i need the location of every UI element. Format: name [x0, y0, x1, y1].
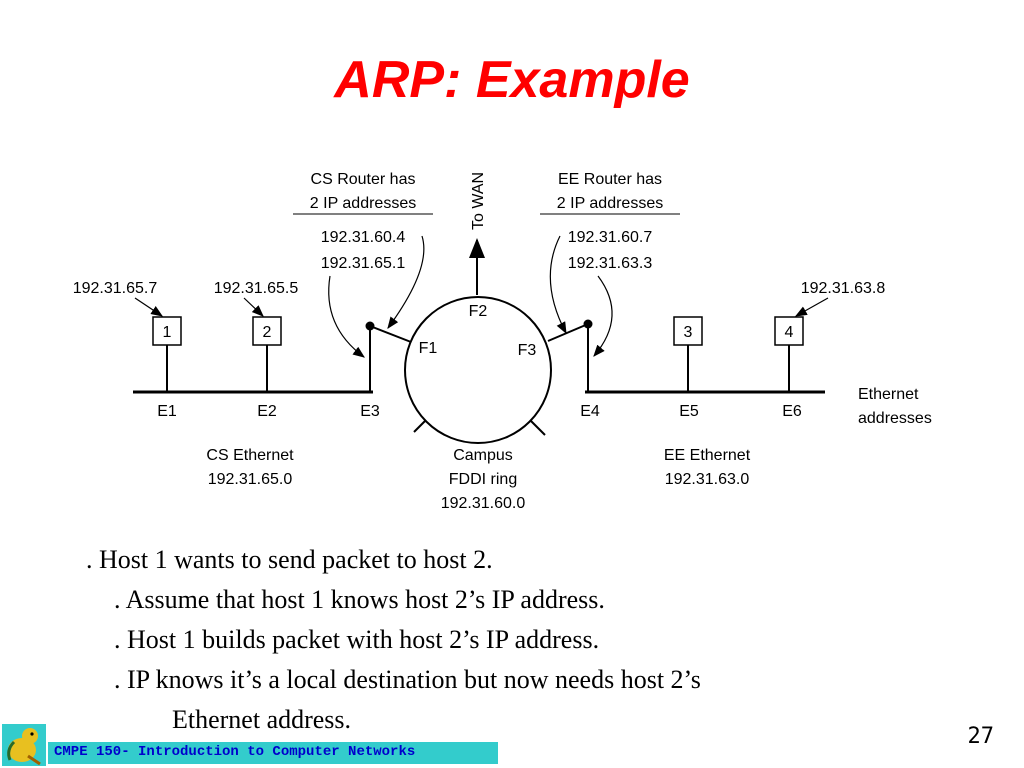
host-2-label: 2 [263, 324, 272, 341]
ee-router-ip-fddi: 192.31.60.7 [568, 229, 653, 246]
ring-stub-right [529, 419, 546, 436]
host-3-label: 3 [684, 324, 693, 341]
slide-title: ARP: Example [334, 51, 690, 109]
eth-e5: E5 [679, 403, 699, 420]
ring-port-f3: F3 [518, 342, 537, 359]
campus-ring-name: Campus [453, 447, 513, 464]
cs-router-node [365, 321, 375, 331]
campus-ring-network: 192.31.60.0 [441, 495, 526, 512]
ee-router-note-line1: EE Router has [558, 171, 662, 188]
ethernet-addresses-line1: Ethernet [858, 386, 919, 403]
cs-router-note-line2: 2 IP addresses [310, 195, 416, 212]
ee-ethernet-name: EE Ethernet [664, 447, 751, 464]
cs-ethernet-name: CS Ethernet [206, 447, 294, 464]
fddi-ring [404, 296, 552, 444]
cs-router-note-line1: CS Router has [311, 171, 416, 188]
eth-e4: E4 [580, 403, 600, 420]
ring-stub-left [413, 419, 427, 433]
ethernet-addresses-line2: addresses [858, 410, 932, 427]
eth-e1: E1 [157, 403, 177, 420]
host-2-ip: 192.31.65.5 [214, 280, 299, 297]
bullet-item: Ethernet address. [172, 705, 352, 734]
ee-router-link [547, 323, 589, 342]
bullet-item: . Host 1 builds packet with host 2’s IP … [114, 625, 600, 654]
cs-router-link [369, 325, 412, 343]
ee-router-note-line2: 2 IP addresses [557, 195, 663, 212]
bullet-list: . Host 1 wants to send packet to host 2.… [86, 540, 986, 740]
cs-router-ip-ethernet: 192.31.65.1 [321, 255, 406, 272]
ee-router-node [583, 319, 593, 329]
page-number: 27 [967, 724, 995, 749]
eth-e6: E6 [782, 403, 802, 420]
host-4-box [774, 316, 804, 346]
to-wan-label: To WAN [470, 172, 487, 230]
campus-ring-type: FDDI ring [449, 471, 517, 488]
bullet-item: . Assume that host 1 knows host 2’s IP a… [114, 585, 605, 614]
course-name: CMPE 150- Introduction to Computer Netwo… [54, 744, 416, 760]
host-1-label: 1 [163, 324, 172, 341]
host-3-box [673, 316, 703, 346]
host-4-ip: 192.31.63.8 [801, 280, 886, 297]
footer-bar [48, 742, 498, 764]
eth-e3: E3 [360, 403, 380, 420]
ring-port-f2: F2 [469, 303, 488, 320]
ee-router-ip-ethernet: 192.31.63.3 [568, 255, 653, 272]
host-2-ip-arrow [243, 297, 264, 317]
ee-router-fddi-ip-arrow [549, 235, 567, 335]
cs-router-fddi-ip-arrow [387, 235, 425, 329]
ee-router-eth-ip-arrow [593, 275, 613, 357]
host-2-box [252, 316, 282, 346]
cs-router-ip-fddi: 192.31.60.4 [321, 229, 406, 246]
cs-router-eth-ip-arrow [328, 275, 365, 358]
ee-ethernet-network: 192.31.63.0 [665, 471, 750, 488]
mascot-logo-icon [2, 724, 46, 766]
host-1-box [152, 316, 182, 346]
slide-footer: CMPE 150- Introduction to Computer Netwo… [0, 720, 500, 768]
bullet-item: . IP knows it’s a local destination but … [114, 665, 701, 694]
ring-port-f1: F1 [419, 340, 438, 357]
bullet-item: . Host 1 wants to send packet to host 2. [86, 545, 493, 574]
eth-e2: E2 [257, 403, 277, 420]
arp-network-diagram: CS Router has 2 IP addresses EE Router h… [73, 171, 932, 512]
host-1-ip-arrow [134, 297, 163, 317]
host-1-ip: 192.31.65.7 [73, 280, 158, 297]
host-4-label: 4 [785, 324, 794, 341]
host-4-ip-arrow [794, 297, 829, 317]
cs-ethernet-network: 192.31.65.0 [208, 471, 293, 488]
